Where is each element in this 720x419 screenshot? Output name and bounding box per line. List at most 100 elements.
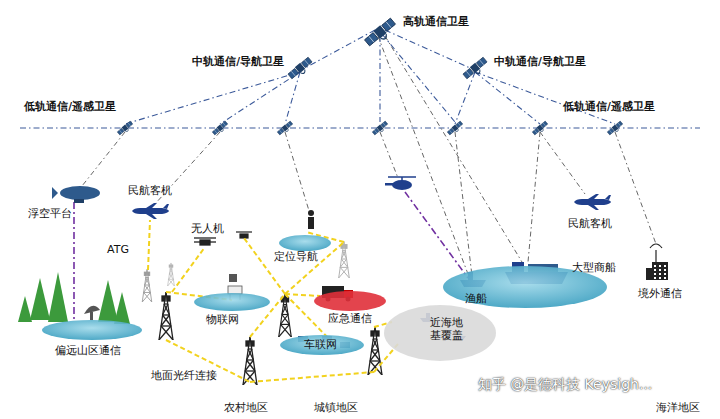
satellite-links (475, 72, 615, 124)
annotation-label: 中轨通信/导航卫星 (494, 55, 586, 68)
node-label: 偏远山区通信 (55, 344, 121, 357)
cell-towers (368, 327, 382, 375)
ground-wireless-links (285, 294, 320, 296)
relay-links (73, 202, 75, 322)
drone-icon (240, 234, 248, 238)
building-window (654, 273, 656, 275)
satellite-links (220, 72, 300, 124)
coverage-ellipse: 偏远山区通信 (42, 320, 142, 340)
building-window (659, 273, 661, 275)
ground-wireless-links (148, 220, 150, 270)
helicopter-icon (385, 177, 416, 190)
ground-links (615, 132, 656, 244)
annotation-label: 境外通信 (638, 287, 682, 300)
drone-icon (236, 232, 252, 238)
dish-icon (84, 306, 100, 320)
relay-links (74, 192, 468, 322)
ellipse-shape (42, 320, 142, 340)
building-window (659, 277, 661, 279)
building-window (664, 273, 666, 275)
cell-towers (142, 269, 152, 302)
ground-links (380, 132, 398, 178)
building-window (654, 265, 656, 267)
coverage-ellipse: 近海地基覆盖 (384, 305, 496, 361)
node-label: 车联网 (304, 338, 337, 351)
building-icon (650, 244, 662, 248)
satellite-links (455, 72, 475, 124)
building-window (664, 269, 666, 271)
cell-towers (142, 242, 382, 385)
satellite-links (382, 34, 455, 122)
plane-icon (574, 194, 611, 210)
person-icon (308, 217, 314, 229)
coverage-ellipse: 物联网 (194, 293, 270, 311)
coverage-ellipse: 渔船大型商船 (443, 266, 607, 308)
satellite-icons (287, 57, 314, 82)
forest (18, 272, 130, 324)
plane-icon (132, 203, 169, 219)
drone-icon (200, 240, 210, 245)
satellite-links (125, 72, 300, 124)
blimp-icon (52, 187, 58, 199)
ground-links (285, 132, 310, 214)
building-icon (646, 268, 653, 280)
cell-towers (279, 294, 292, 337)
building-icon (652, 262, 668, 280)
node-label: 物联网 (206, 313, 239, 326)
satellite-links (385, 30, 470, 68)
annotation-label: 民航客机 (568, 217, 612, 230)
ground-links (385, 36, 522, 262)
ellipse-shape (279, 235, 331, 251)
annotation-label: 海洋地区 (656, 401, 700, 414)
node-label: 应急通信 (328, 312, 372, 325)
watermark: 知乎 @是德科技 Keysigh... (478, 376, 653, 393)
building-window (659, 265, 661, 267)
ground-wireless-links (250, 372, 374, 382)
forest (98, 280, 118, 322)
annotation-label: 高轨通信卫星 (403, 15, 469, 28)
ground-links (82, 36, 656, 276)
annotation-label: 低轨通信/遥感卫星 (24, 100, 116, 113)
annotation-label: 农村地区 (224, 401, 268, 414)
drone-icon (236, 231, 252, 232)
coverage-ellipse: 车联网 (280, 335, 364, 355)
blimp-icon (74, 199, 84, 203)
coverage-ellipse: 应急通信 (314, 291, 386, 311)
drone-icon (194, 241, 200, 242)
forest (114, 292, 130, 324)
satellite-icons (117, 17, 624, 136)
satellite-links (475, 72, 540, 124)
forest (48, 272, 68, 322)
ellipse-shape (314, 291, 386, 311)
building-icon (655, 250, 656, 262)
ellipse-outline (42, 320, 142, 340)
building-window (654, 269, 656, 271)
satellite-icons (607, 121, 624, 137)
ground-links (528, 132, 540, 262)
ground-links (378, 36, 468, 274)
cell-towers (339, 242, 350, 278)
drone-icon (194, 237, 216, 238)
satellite-links (379, 36, 380, 122)
drone-icon (194, 238, 216, 245)
forest (18, 296, 32, 322)
blimp-icon (52, 186, 100, 203)
satellite-icons (364, 17, 399, 49)
node-label: 近海地基覆盖 (429, 316, 465, 342)
ground-links (455, 132, 472, 276)
person-icon (308, 210, 314, 229)
ellipse-outline (194, 293, 270, 311)
satellite-icons (532, 121, 549, 137)
building-icon (646, 244, 668, 280)
ground-wireless-links (172, 247, 205, 292)
dish-icon (90, 312, 93, 320)
cell-towers (168, 263, 175, 286)
ellipse-outline (384, 305, 496, 361)
building-window (659, 269, 661, 271)
annotation-label: 浮空平台 (28, 207, 72, 220)
helicopter-icon (401, 177, 403, 181)
building-window (664, 277, 666, 279)
annotation-label: 城镇地区 (314, 401, 358, 414)
annotation-label: 无人机 (191, 222, 224, 235)
